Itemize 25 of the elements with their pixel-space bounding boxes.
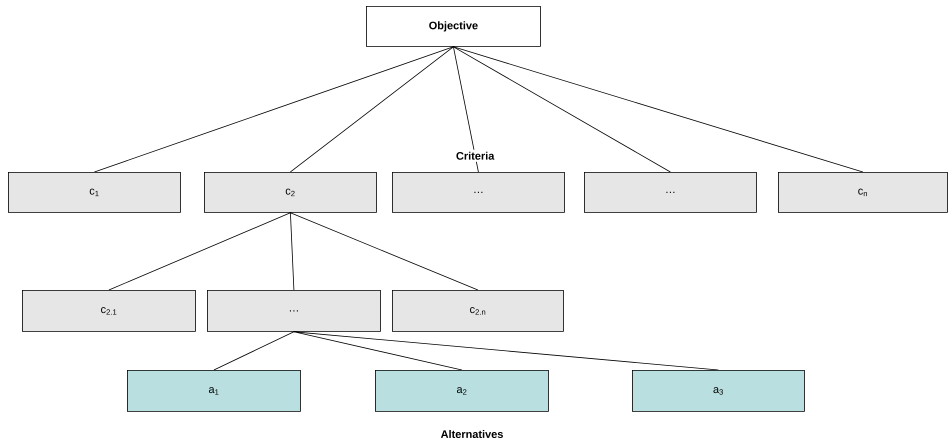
connector-line: [108, 212, 291, 290]
objective-box: Objective: [366, 6, 541, 47]
criterion-box: c$_{2.n}$: [392, 290, 564, 332]
connector-line: [453, 46, 479, 172]
criterion-box: c$_{1}$: [8, 172, 181, 213]
connector-line: [290, 46, 454, 172]
criterion-box: c$_{n}$: [778, 172, 948, 213]
connector-line: [453, 46, 671, 172]
edge-label: Criteria: [454, 150, 496, 162]
connector-line: [290, 212, 294, 290]
criterion-box: …: [207, 290, 381, 332]
connector-line: [453, 46, 864, 172]
alternative-box: a$_{1}$: [127, 370, 301, 412]
caption-label: Alternatives: [440, 430, 503, 438]
connector-line: [294, 331, 462, 370]
alternative-box: a$_{2}$: [375, 370, 549, 412]
connector-line: [294, 331, 719, 370]
connector-line: [290, 212, 478, 290]
connector-line: [94, 46, 454, 172]
alternative-box: a$_{3}$: [632, 370, 805, 412]
criterion-box: c$_{2}$: [204, 172, 377, 213]
criterion-box: …: [584, 172, 757, 213]
criterion-box: …: [392, 172, 565, 213]
criterion-box: c$_{2.1}$: [22, 290, 196, 332]
connector-line: [214, 331, 294, 370]
